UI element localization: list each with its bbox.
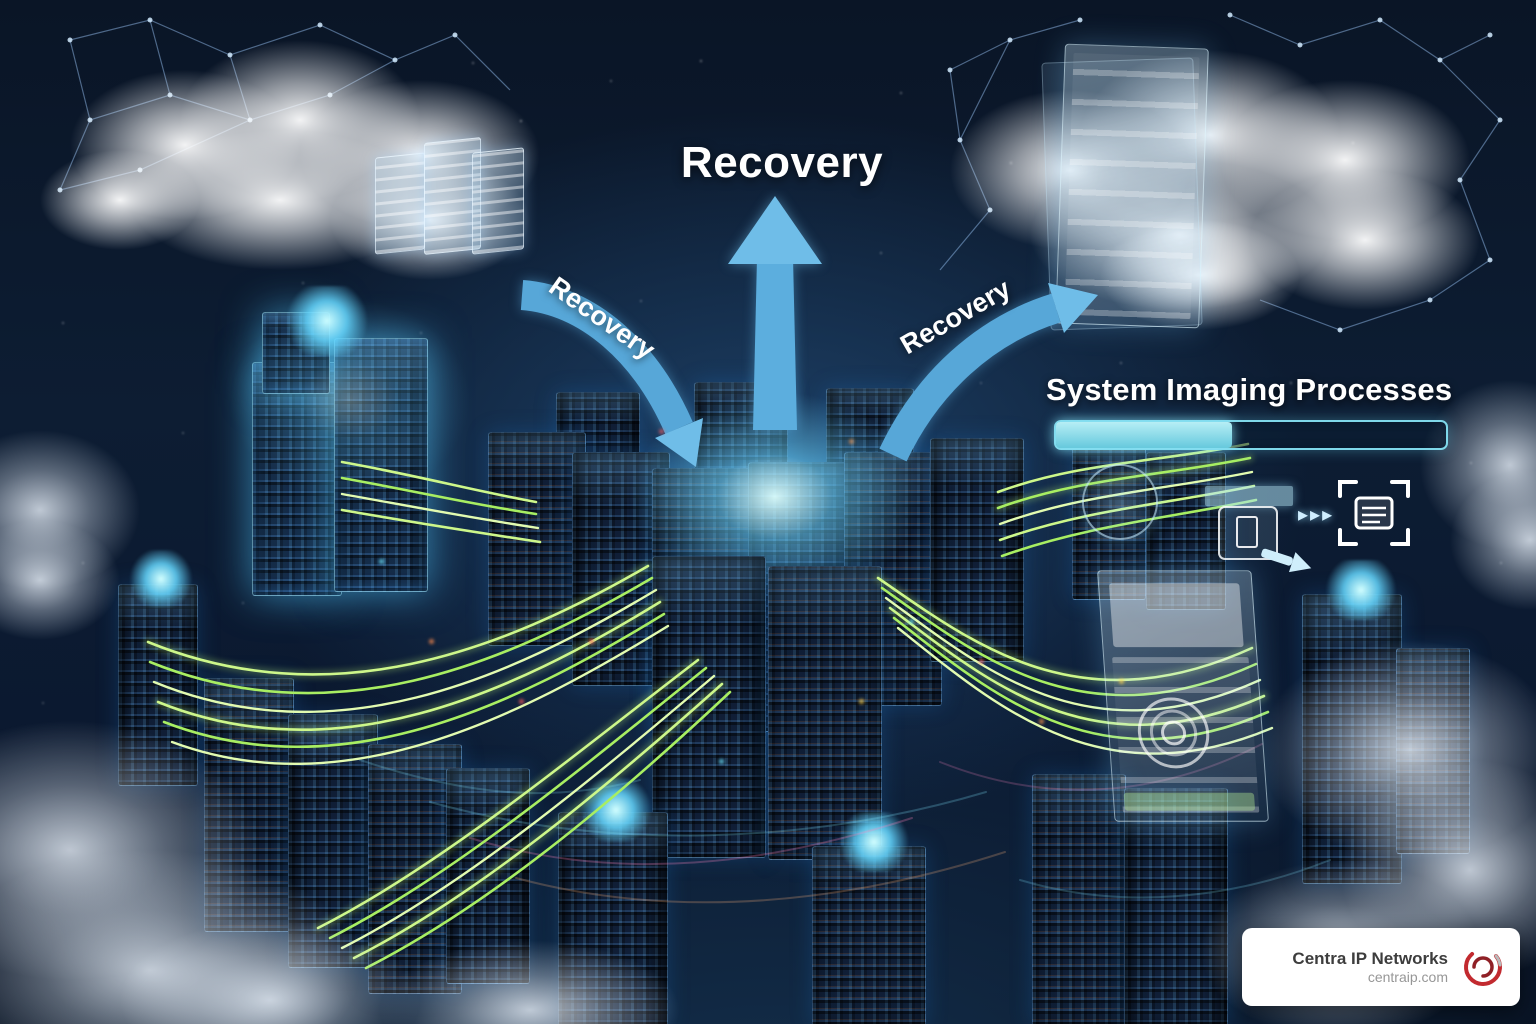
energy-glow <box>1322 560 1400 620</box>
holo-server-panel <box>1055 43 1209 329</box>
branding-card: Centra IP Networks centraip.com <box>1242 928 1520 1006</box>
hologram-badge-icon <box>1082 464 1158 540</box>
server-rack <box>252 362 342 596</box>
holo-document-screen <box>1108 583 1244 648</box>
energy-glow <box>128 550 194 608</box>
holo-document-footer-bar <box>1123 792 1256 811</box>
server-rack <box>652 556 766 858</box>
imaging-progress-fill <box>1056 422 1232 448</box>
holo-panel-rows <box>1064 52 1200 320</box>
server-rack <box>1032 774 1126 1024</box>
centra-logo-icon <box>1464 948 1502 986</box>
company-domain: centraip.com <box>1367 968 1448 985</box>
cluster-glow <box>230 300 470 500</box>
recovery-label-right: Recovery <box>895 273 1016 361</box>
branding-text: Centra IP Networks centraip.com <box>1292 948 1448 987</box>
transfer-arrow-icon <box>1253 534 1321 590</box>
holo-document-panel <box>1097 570 1269 822</box>
highlight-bar <box>1205 486 1293 506</box>
server-rack <box>812 846 926 1024</box>
recovery-label-left: Recovery <box>543 270 661 366</box>
recovery-title: Recovery <box>680 138 884 187</box>
energy-glow <box>282 286 372 356</box>
cloud-server-rack <box>472 147 524 255</box>
sparkle-dots <box>0 0 3 3</box>
server-rack <box>930 438 1024 662</box>
energy-glow <box>578 778 654 842</box>
swirl-rings-icon <box>1137 697 1210 769</box>
imaging-progress-bar <box>1054 420 1448 450</box>
energy-glow <box>836 812 912 872</box>
cloud-server-rack <box>375 152 425 255</box>
chevrons-icon: ▸▸▸ <box>1298 504 1335 526</box>
scan-file-icon <box>1336 476 1412 550</box>
system-imaging-heading: System Imaging Processes <box>1046 372 1453 407</box>
server-rack <box>768 566 882 860</box>
server-rack <box>1124 788 1228 1024</box>
company-name: Centra IP Networks <box>1292 948 1448 968</box>
